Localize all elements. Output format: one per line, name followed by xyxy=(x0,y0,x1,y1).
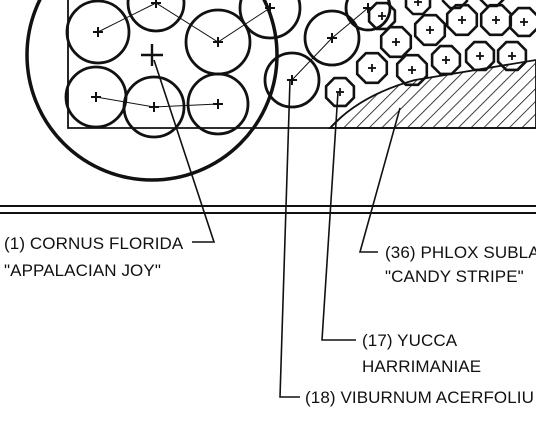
small-plant-octagon xyxy=(395,53,429,87)
plant-center-marker xyxy=(93,27,103,37)
plant-center-marker xyxy=(368,64,376,72)
plant-center-marker xyxy=(378,12,386,20)
small-plant-octagon xyxy=(479,0,505,8)
small-plant-octagon xyxy=(355,51,389,85)
callout-phlox-line2: "CANDY STRIPE" xyxy=(385,267,524,286)
yucca-and-phlox-plant-group xyxy=(324,0,536,108)
plant-center-marker xyxy=(213,99,223,109)
plant-center-marker xyxy=(408,66,416,74)
plant-center-marker xyxy=(91,92,101,102)
plant-center-markers xyxy=(91,0,528,112)
plant-center-marker xyxy=(141,44,163,66)
plant-center-marker xyxy=(476,52,484,60)
leader-line-viburnum xyxy=(279,79,300,398)
small-plant-octagon xyxy=(404,0,432,16)
small-plant-octagon xyxy=(379,25,413,59)
callout-phlox-line1: (36) PHLOX SUBLA xyxy=(385,243,536,262)
callout-yucca-line2: HARRIMANIAE xyxy=(362,357,481,376)
callout-cornus-line2: "APPALACIAN JOY" xyxy=(4,261,161,280)
plant-center-marker xyxy=(520,18,528,26)
leader-line-yucca xyxy=(321,91,356,341)
plant-center-marker xyxy=(426,26,434,34)
tree-canopy-circle xyxy=(25,0,279,182)
small-plant-octagon xyxy=(445,3,479,37)
plant-center-marker xyxy=(458,16,466,24)
callout-yucca-line1: (17) YUCCA xyxy=(362,331,458,350)
plant-center-marker xyxy=(392,38,400,46)
leader-line-cornus xyxy=(153,59,216,243)
small-plant-octagon xyxy=(430,44,462,76)
small-plant-octagon xyxy=(479,3,513,37)
callout-cornus-line1: (1) CORNUS FLORIDA xyxy=(4,234,184,253)
plant-center-marker xyxy=(442,56,450,64)
plant-center-marker xyxy=(363,3,373,13)
plant-center-marker xyxy=(287,75,297,85)
small-plant-octagon xyxy=(508,6,536,38)
callout-viburnum-line1: (18) VIBURNUM ACERFOLIU xyxy=(305,388,534,407)
small-plant-octagon xyxy=(324,76,356,108)
small-plant-octagon xyxy=(464,40,496,72)
plant-center-marker xyxy=(151,0,161,8)
small-plant-octagon xyxy=(367,1,397,31)
plant-center-marker xyxy=(414,0,422,6)
plant-center-marker xyxy=(265,3,275,13)
hatched-groundcover-area xyxy=(327,59,536,129)
plant-center-marker xyxy=(492,16,500,24)
plant-center-marker xyxy=(213,37,223,47)
plant-center-marker xyxy=(327,33,337,43)
small-plant-octagon xyxy=(441,0,469,10)
leader-line-phlox xyxy=(358,107,401,253)
viburnum-shrub-group xyxy=(64,0,392,139)
plant-center-marker xyxy=(508,52,516,60)
small-plant-octagon xyxy=(413,13,447,47)
plant-center-marker xyxy=(149,102,159,112)
small-plant-octagon xyxy=(496,40,528,72)
